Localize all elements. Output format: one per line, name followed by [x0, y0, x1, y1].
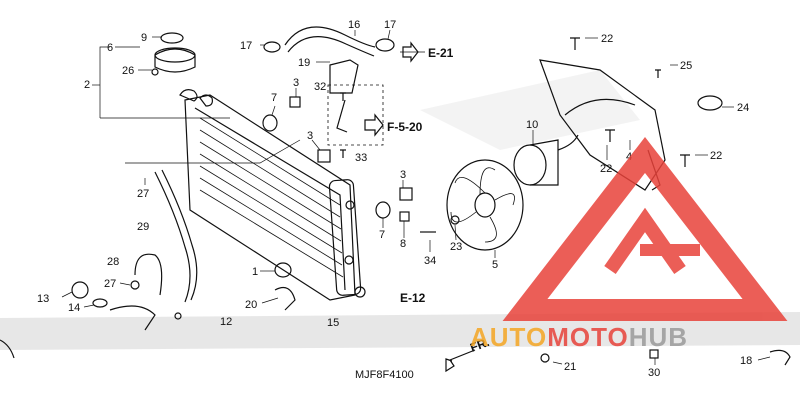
part-number-5: 5 [492, 259, 498, 271]
part-number-24: 24 [737, 102, 749, 114]
part-number-1: 1 [252, 266, 258, 278]
halftone-background [0, 70, 800, 350]
ref-e21: E-21 [428, 46, 454, 60]
watermark-moto: MOTO [547, 322, 629, 352]
front-direction-label: FR. [468, 335, 491, 355]
part-number-34: 34 [424, 255, 436, 267]
part-number-6: 6 [107, 42, 113, 54]
part-number-22: 22 [710, 150, 722, 162]
part-number-14: 14 [68, 302, 80, 314]
small-parts [0, 59, 791, 366]
watermark-hub: HUB [629, 322, 688, 352]
part-number-26: 26 [122, 65, 134, 77]
reference-box [327, 84, 384, 146]
watermark-auto: AUTO [470, 322, 547, 352]
part-number-10: 10 [526, 119, 538, 131]
part-number-33: 33 [355, 152, 367, 164]
part-number-4: 4 [626, 151, 632, 163]
part-number-3: 3 [400, 169, 406, 181]
upper-hose [263, 26, 395, 57]
part-number-22: 22 [600, 163, 612, 175]
reference-arrows [364, 41, 476, 373]
lower-hose [134, 169, 198, 303]
part-number-25: 25 [680, 60, 692, 72]
part-number-27: 27 [137, 188, 149, 200]
part-number-2: 2 [84, 79, 90, 91]
part-number-17: 17 [240, 40, 252, 52]
radiator-core [179, 89, 362, 301]
ref-f520: F-5-20 [387, 120, 423, 134]
part-number-3: 3 [293, 77, 299, 89]
radiator-cap [151, 32, 196, 76]
part-number-30: 30 [648, 367, 660, 379]
part-number-3: 3 [307, 130, 313, 142]
part-number-22: 22 [601, 33, 613, 45]
part-number-27: 27 [104, 278, 116, 290]
svg-text:AUTOMOTOHUB: AUTOMOTOHUB [470, 322, 688, 352]
part-number-15: 15 [327, 317, 339, 329]
part-number-16: 16 [348, 19, 360, 31]
section-references: E-21 F-5-20 E-12 [387, 46, 454, 305]
part-number-32: 32 [314, 81, 326, 93]
part-number-21: 21 [564, 361, 576, 373]
part-number-13: 13 [37, 293, 49, 305]
part-number-8: 8 [400, 238, 406, 250]
ref-e12: E-12 [400, 291, 426, 305]
part-number-17: 17 [384, 19, 396, 31]
part-number-12: 12 [220, 316, 232, 328]
part-number-9: 9 [141, 32, 147, 44]
part-number-20: 20 [245, 299, 257, 311]
part-number-19: 19 [298, 57, 310, 69]
watermark-logo: AUTOMOTOHUB [470, 137, 788, 352]
part-number-29: 29 [137, 221, 149, 233]
fan-motor [513, 134, 579, 186]
bolts [340, 37, 690, 167]
diagram-code: MJF8F4100 [355, 369, 414, 381]
part-number-18: 18 [740, 355, 752, 367]
part-number-23: 23 [450, 241, 462, 253]
part-number-7: 7 [379, 229, 385, 241]
cooling-fan [446, 159, 524, 251]
part-number-7: 7 [271, 92, 277, 104]
part-number-28: 28 [107, 256, 119, 268]
part-numbers: 1 2 3 3 3 4 5 6 7 7 8 9 10 12 13 14 15 1… [37, 19, 752, 379]
leader-lines [61, 29, 771, 365]
